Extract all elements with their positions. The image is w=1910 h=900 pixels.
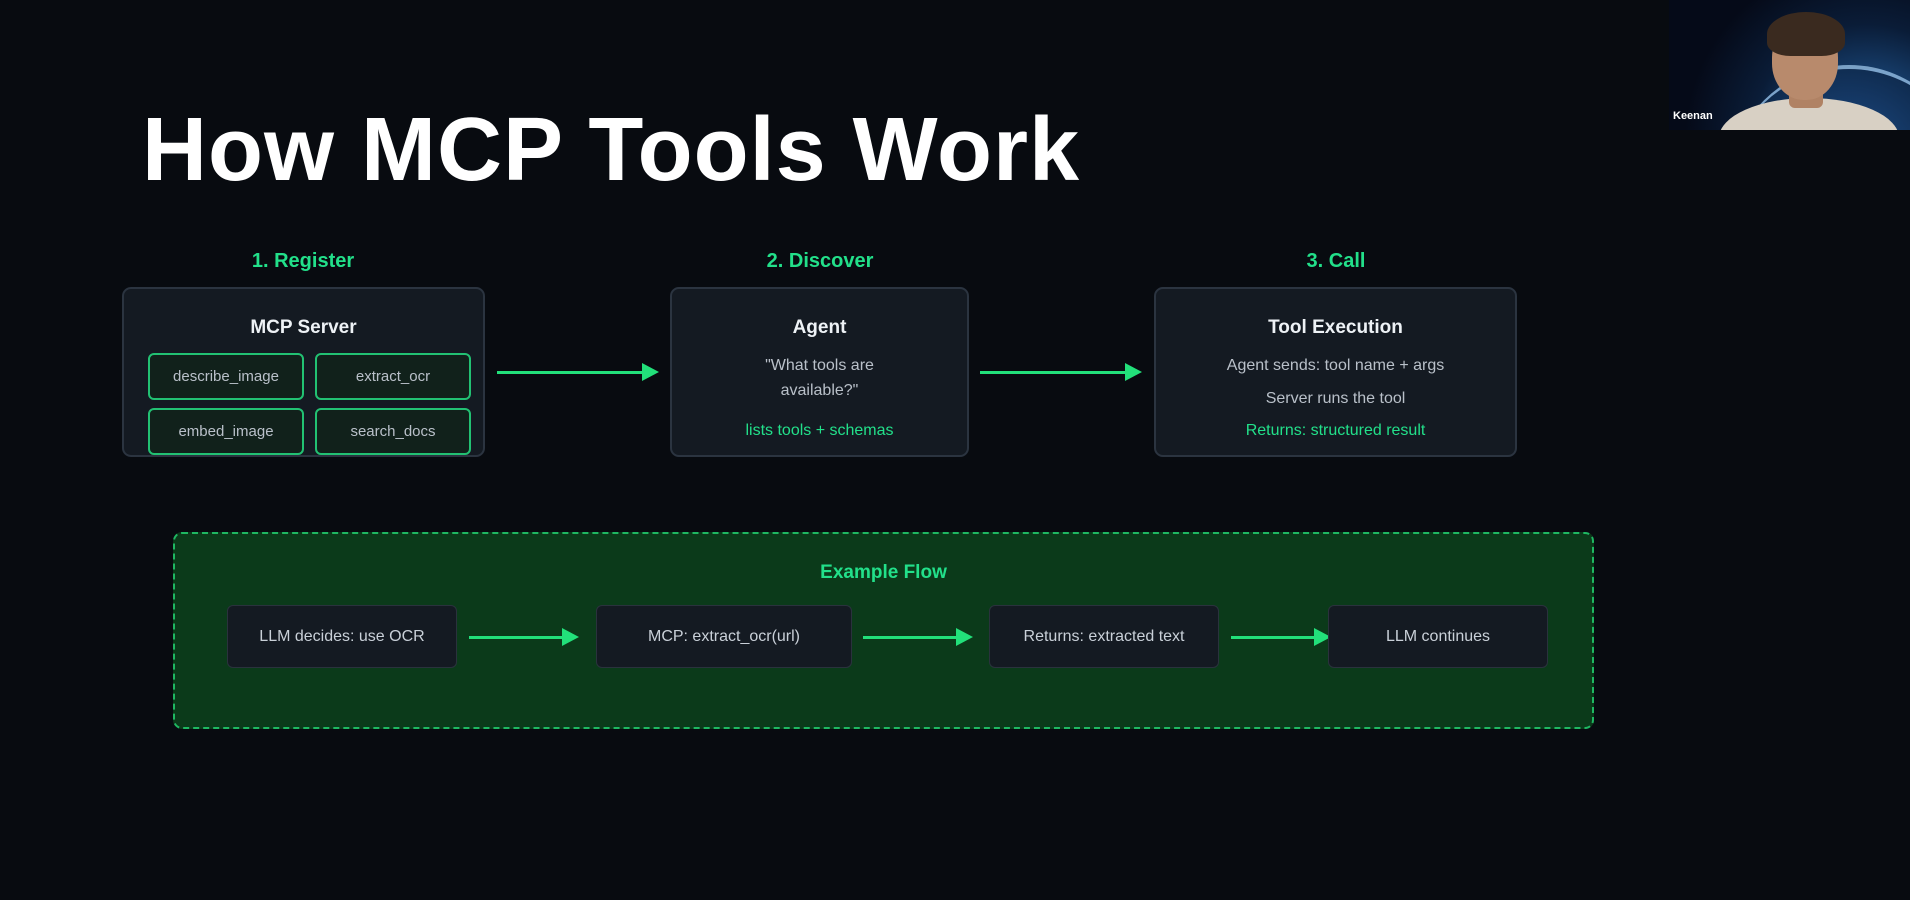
arrow-right-icon — [497, 362, 659, 382]
agent-question-line-2: available?" — [780, 382, 859, 399]
participant-hair — [1767, 12, 1845, 56]
example-flow-title: Example Flow — [820, 562, 947, 583]
agent-title: Agent — [792, 317, 847, 338]
arrow-right-icon — [469, 627, 579, 647]
tool-chip-search-docs: search_docs — [315, 408, 471, 455]
tool-chip-extract-ocr: extract_ocr — [315, 353, 471, 400]
agent-highlight: lists tools + schemas — [745, 422, 894, 439]
arrow-right-icon — [863, 627, 973, 647]
tool-execution-title: Tool Execution — [1268, 317, 1403, 338]
participant-name-label: Keenan — [1673, 110, 1713, 122]
agent-question-line-1: "What tools are — [765, 357, 874, 374]
flow-step-llm-continues: LLM continues — [1328, 605, 1548, 668]
webcam-video-tile[interactable]: Keenan — [1669, 0, 1910, 130]
tool-chip-describe-image: describe_image — [148, 353, 304, 400]
arrow-right-icon — [1231, 627, 1331, 647]
slide-title: How MCP Tools Work — [142, 100, 1081, 200]
mcp-server-panel: MCP Server describe_image extract_ocr em… — [122, 287, 485, 457]
arrow-right-icon — [980, 362, 1142, 382]
flow-step-mcp-call: MCP: extract_ocr(url) — [596, 605, 852, 668]
tool-chip-embed-image: embed_image — [148, 408, 304, 455]
mcp-server-title: MCP Server — [250, 317, 357, 338]
tool-execution-panel: Tool Execution Agent sends: tool name + … — [1154, 287, 1517, 457]
step-label-register: 1. Register — [251, 250, 355, 272]
step-label-discover: 2. Discover — [766, 250, 874, 272]
tool-execution-line-2: Server runs the tool — [1265, 390, 1406, 407]
step-label-call: 3. Call — [1306, 250, 1366, 272]
flow-step-llm-decides: LLM decides: use OCR — [227, 605, 457, 668]
tool-execution-line-1: Agent sends: tool name + args — [1226, 357, 1445, 374]
agent-panel: Agent "What tools are available?" lists … — [670, 287, 969, 457]
tool-execution-highlight: Returns: structured result — [1245, 422, 1426, 439]
flow-step-returns: Returns: extracted text — [989, 605, 1219, 668]
example-flow-panel: Example Flow LLM decides: use OCR MCP: e… — [173, 532, 1594, 729]
